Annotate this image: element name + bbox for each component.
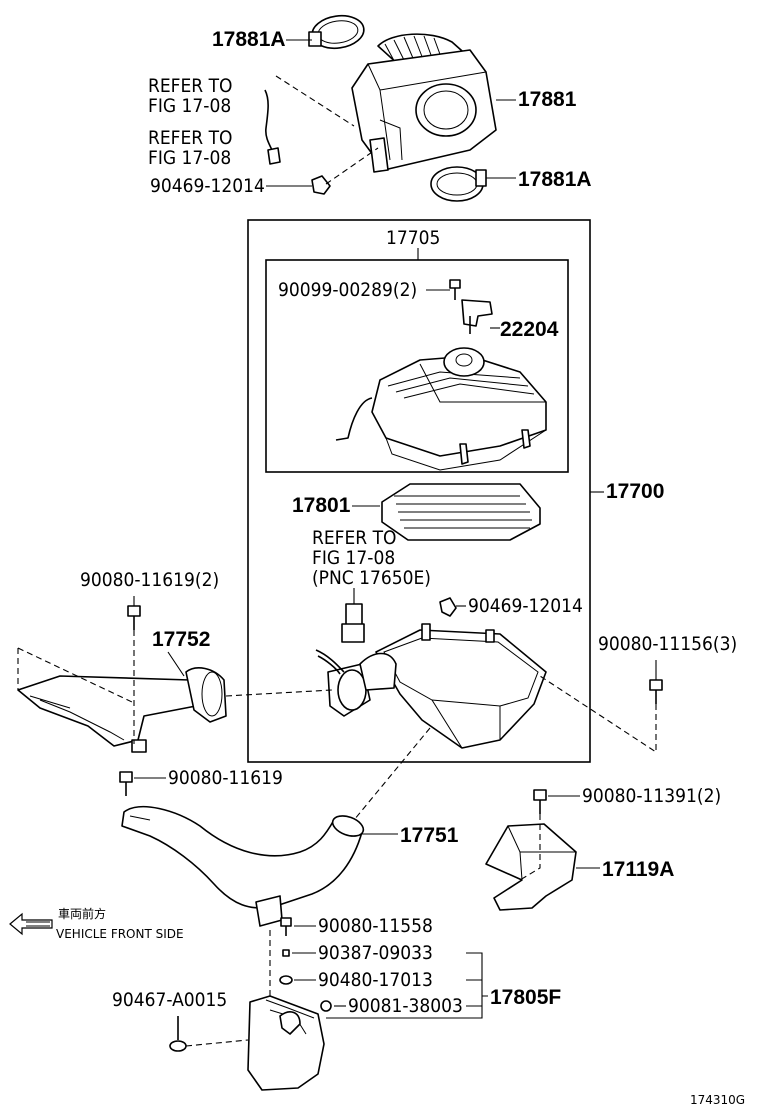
- vehicle-front-label-en: VEHICLE FRONT SIDE: [56, 927, 184, 941]
- bolt-90080-11156-3[interactable]: [649, 679, 663, 704]
- label-17752[interactable]: 17752: [152, 628, 210, 651]
- hose-clamp-top[interactable]: [308, 13, 366, 52]
- refer-label-3-line2[interactable]: FIG 17-08: [312, 547, 395, 569]
- label-90469-top[interactable]: 90469-12014: [150, 175, 265, 197]
- label-17705[interactable]: 17705: [386, 227, 440, 249]
- refer-label-1-line2[interactable]: FIG 17-08: [148, 95, 231, 117]
- label-22204[interactable]: 22204: [500, 318, 559, 341]
- label-17881A-top[interactable]: 17881A: [212, 28, 286, 51]
- bolt-90080-11619-2[interactable]: [127, 605, 141, 630]
- vehicle-front-arrow-icon: [9, 912, 53, 936]
- label-90080-11391-2[interactable]: 90080-11391(2): [582, 785, 721, 807]
- washer-90480-icon: [279, 975, 293, 985]
- label-90467-A0015[interactable]: 90467-A0015: [112, 989, 227, 1011]
- label-17700[interactable]: 17700: [606, 480, 664, 503]
- hose-clamp-bottom[interactable]: [430, 166, 487, 202]
- breather-fitting: [267, 147, 281, 165]
- label-90080-11619-2[interactable]: 90080-11619(2): [80, 569, 219, 591]
- refer-label-3-line3: (PNC 17650E): [312, 567, 431, 589]
- air-cleaner-cap[interactable]: [335, 347, 547, 471]
- breather-hose: [264, 89, 277, 159]
- refer-label-2-line1: REFER TO: [148, 127, 233, 149]
- label-90387-09033[interactable]: 90387-09033: [318, 942, 433, 964]
- bolt-90080-11558[interactable]: [280, 917, 292, 936]
- clip-90467[interactable]: [169, 1016, 187, 1052]
- assembly-box-17700: [247, 219, 591, 763]
- label-17751[interactable]: 17751: [400, 824, 459, 847]
- label-17801[interactable]: 17801: [292, 494, 351, 517]
- label-90480-17013[interactable]: 90480-17013: [318, 969, 433, 991]
- bolt-90080-11619[interactable]: [119, 771, 133, 796]
- refer-label-2-line2[interactable]: FIG 17-08: [148, 147, 231, 169]
- screw-90099[interactable]: [449, 279, 461, 300]
- vacuum-switching-valve: [341, 603, 365, 643]
- label-90080-11619[interactable]: 90080-11619: [168, 767, 283, 789]
- part-90387-icon: [282, 949, 290, 957]
- intake-duct-17752[interactable]: [17, 667, 227, 753]
- bolt-90080-11391[interactable]: [533, 789, 547, 814]
- intake-hose-17751[interactable]: [121, 805, 366, 927]
- diagram-id: 174310G: [690, 1093, 745, 1107]
- refer-label-3-line1: REFER TO: [312, 527, 397, 549]
- part-90081-icon: [320, 1000, 332, 1012]
- bracket-17119A[interactable]: [485, 823, 577, 911]
- clip-90469-mid[interactable]: [439, 597, 457, 617]
- air-flow-meter-22204[interactable]: [461, 299, 493, 334]
- air-cleaner-case[interactable]: [315, 623, 547, 749]
- resonator[interactable]: [247, 995, 325, 1091]
- label-90080-11156-3[interactable]: 90080-11156(3): [598, 633, 737, 655]
- air-cleaner-hose-17881[interactable]: [351, 33, 497, 173]
- clip-90469-top[interactable]: [311, 175, 331, 195]
- label-17805F[interactable]: 17805F: [490, 986, 561, 1009]
- label-17119A[interactable]: 17119A: [602, 858, 674, 881]
- label-17881[interactable]: 17881: [518, 88, 577, 111]
- refer-label-1-line1: REFER TO: [148, 75, 233, 97]
- assembly-box-17705: [265, 259, 569, 473]
- label-90469-mid[interactable]: 90469-12014: [468, 595, 583, 617]
- label-90081-38003[interactable]: 90081-38003: [348, 995, 463, 1017]
- label-17881A-bottom[interactable]: 17881A: [518, 168, 592, 191]
- vehicle-front-label-jp: 車両前方: [58, 906, 106, 921]
- air-filter-element-17801[interactable]: [381, 483, 541, 541]
- label-90099-00289[interactable]: 90099-00289(2): [278, 279, 417, 301]
- label-90080-11558[interactable]: 90080-11558: [318, 915, 433, 937]
